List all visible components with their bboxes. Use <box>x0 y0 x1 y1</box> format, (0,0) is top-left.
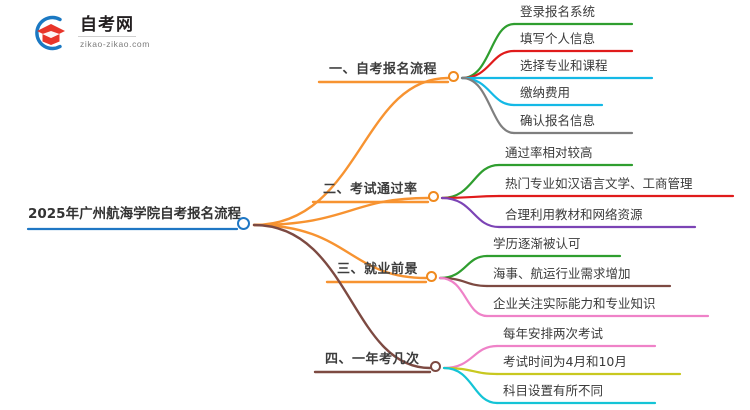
root-node[interactable] <box>236 216 250 230</box>
branch-label-4[interactable]: 四、一年考几次 <box>325 352 420 367</box>
branch-node-1[interactable] <box>447 70 459 82</box>
leaf-label-2-3[interactable]: 合理利用教材和网络资源 <box>505 207 643 222</box>
branch-node-2[interactable] <box>427 190 439 202</box>
leaf-label-1-5[interactable]: 确认报名信息 <box>520 113 596 128</box>
leaf-label-1-3[interactable]: 选择专业和课程 <box>520 58 608 73</box>
leaf-label-1-2[interactable]: 填写个人信息 <box>520 31 596 46</box>
branch-node-4[interactable] <box>429 360 441 372</box>
logo-domain: zikao-zikao.com <box>80 39 150 50</box>
logo-title: 自考网 <box>78 15 136 38</box>
leaf-label-4-1[interactable]: 每年安排两次考试 <box>503 326 604 341</box>
leaf-label-1-1[interactable]: 登录报名系统 <box>520 4 596 19</box>
branch-label-2[interactable]: 二、考试通过率 <box>323 182 418 197</box>
branch-node-3[interactable] <box>425 270 437 282</box>
leaf-label-3-2[interactable]: 海事、航运行业需求增加 <box>493 266 631 281</box>
branch-label-3[interactable]: 三、就业前景 <box>337 262 419 277</box>
root-label[interactable]: 2025年广州航海学院自考报名流程 <box>28 206 242 222</box>
branch-label-1[interactable]: 一、自考报名流程 <box>329 62 438 77</box>
leaf-label-4-3[interactable]: 科目设置有所不同 <box>503 383 604 398</box>
leaf-label-4-2[interactable]: 考试时间为4月和10月 <box>503 354 627 369</box>
leaf-label-2-2[interactable]: 热门专业如汉语言文学、工商管理 <box>505 176 693 191</box>
leaf-label-2-1[interactable]: 通过率相对较高 <box>505 145 593 160</box>
leaf-label-3-1[interactable]: 学历逐渐被认可 <box>493 236 581 251</box>
leaf-label-1-4[interactable]: 缴纳费用 <box>520 85 571 100</box>
leaf-label-3-3[interactable]: 企业关注实际能力和专业知识 <box>493 296 656 311</box>
graduation-cap-icon <box>30 12 72 54</box>
site-logo: 自考网 zikao-zikao.com <box>30 12 150 54</box>
